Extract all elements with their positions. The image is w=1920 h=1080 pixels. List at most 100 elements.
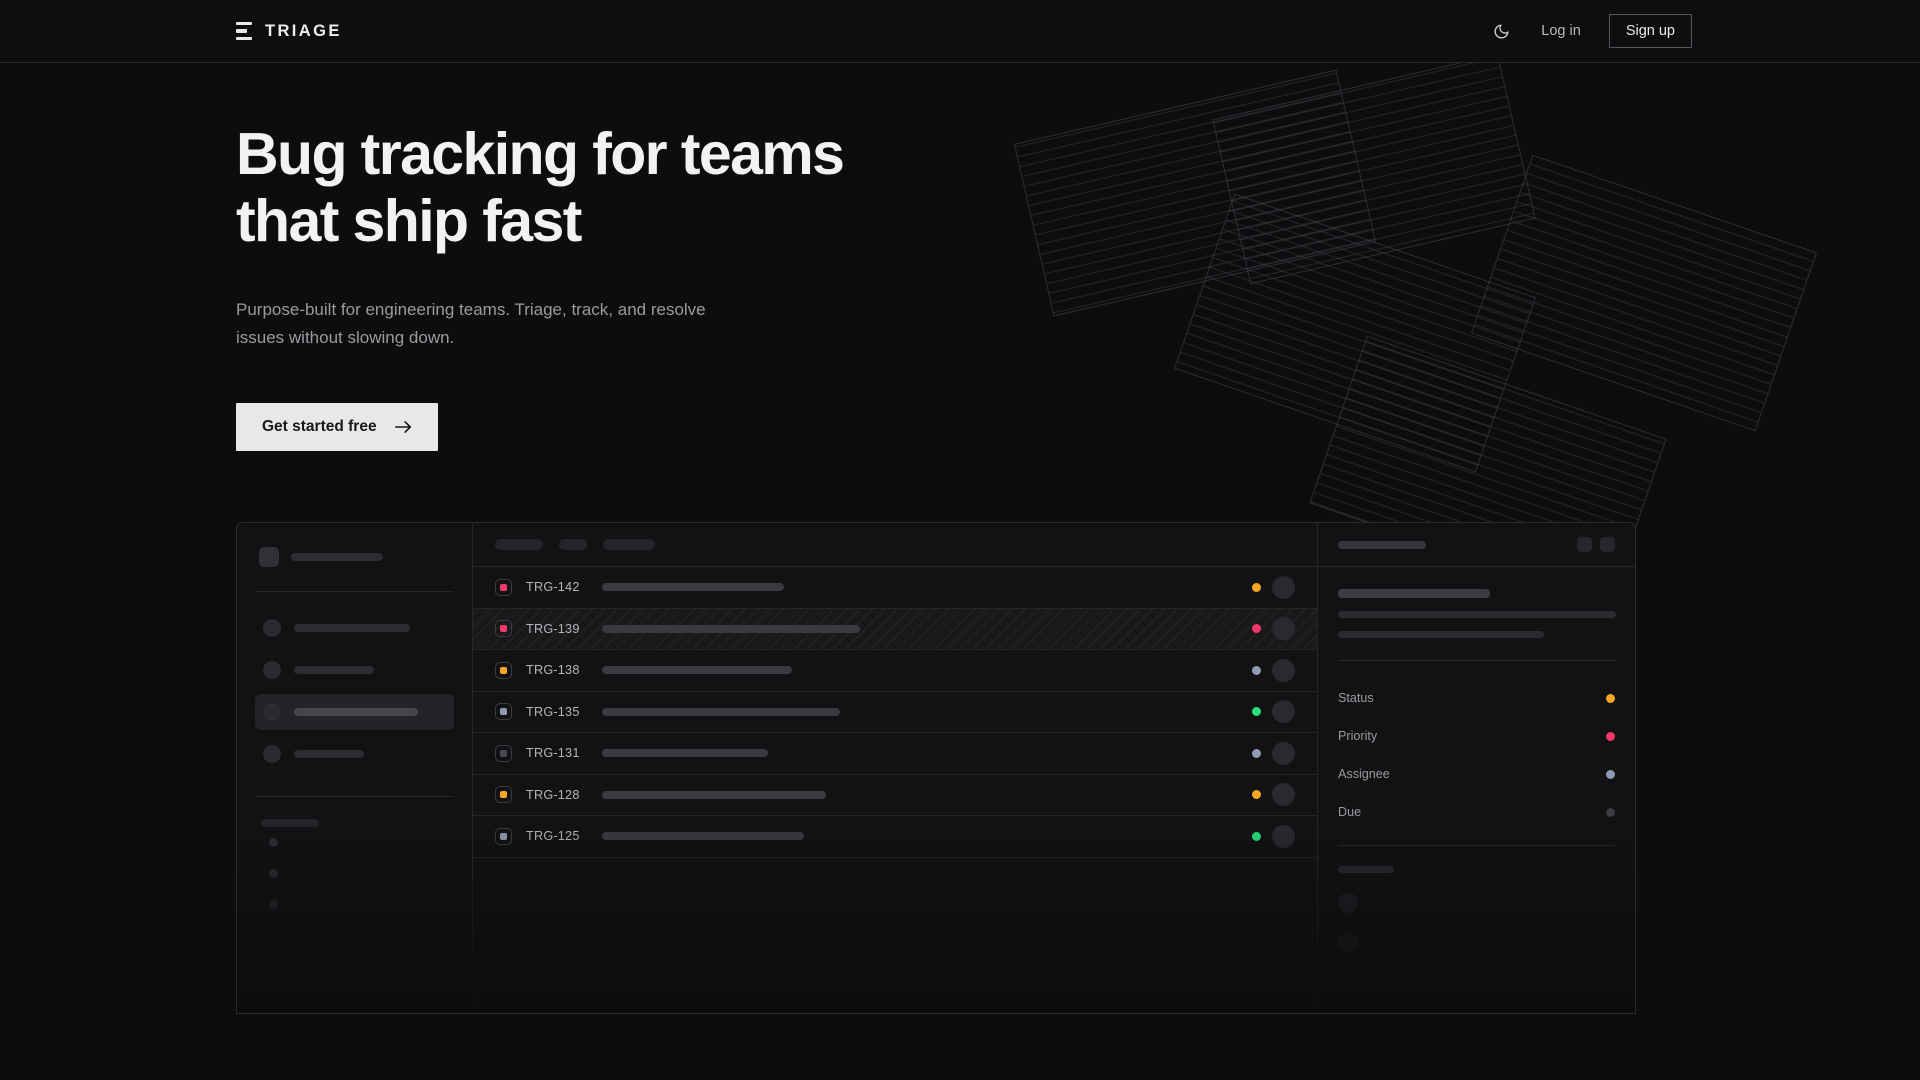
sidebar-sub-item-1[interactable] [261,827,448,858]
activity-section-label [1338,866,1394,873]
sidebar-sub-item-2[interactable] [261,858,448,889]
detail-actions [1577,537,1615,552]
issue-id: TRG-131 [526,746,580,761]
meta-row-priority[interactable]: Priority [1338,717,1615,755]
table-row[interactable]: TRG-125 [473,816,1317,858]
sidebar-divider-top [255,591,454,592]
meta-value-dot [1606,693,1615,703]
sidebar-sub-item-dot-icon [269,900,278,909]
status-badge [1252,790,1261,800]
issue-id: TRG-135 [526,704,580,719]
avatar [1272,783,1295,807]
status-badge [1252,831,1261,841]
hero-section: Bug tracking for teams that ship fast Pu… [0,63,1920,452]
detail-action-1-icon[interactable] [1577,537,1592,552]
status-badge [1252,582,1261,592]
sidebar-item-2[interactable] [255,652,454,688]
row-meta [1252,575,1295,599]
avatar [1272,658,1295,682]
priority-indicator [495,578,512,596]
avatar [1338,893,1358,913]
filter-chip-2[interactable] [559,539,587,550]
table-row[interactable]: TRG-131 [473,733,1317,775]
sidebar-sub-item-3[interactable] [261,889,448,920]
sidebar-item-1[interactable] [255,610,454,646]
issue-id: TRG-142 [526,580,580,595]
table-row[interactable]: TRG-128 [473,775,1317,816]
filter-chip-1[interactable] [495,539,543,550]
sidebar-item-icon [263,619,281,637]
site-header: TRIAGE Log in Sign up [0,0,1920,63]
brand-name: TRIAGE [265,21,342,40]
sidebar-section-label [261,819,319,827]
sidebar-sub-items [261,827,448,920]
moon-icon[interactable] [1489,19,1513,43]
meta-label: Assignee [1338,767,1390,781]
issue-title-skeleton [602,749,768,758]
row-meta [1252,824,1295,848]
sidebar-item-label [294,708,418,716]
sidebar-item-3[interactable] [255,694,454,730]
avatar [1272,617,1295,641]
table-row[interactable]: TRG-135 [473,692,1317,733]
header-nav: Log in Sign up [1489,14,1692,48]
brand-logo[interactable]: TRIAGE [236,22,342,41]
sidebar-item-icon [263,745,281,763]
table-row[interactable]: TRG-138 [473,650,1317,692]
row-meta [1252,617,1295,641]
issue-id: TRG-128 [526,787,580,802]
row-meta [1252,783,1295,807]
detail-desc-line-1 [1338,611,1616,618]
sidebar-item-4[interactable] [255,736,454,772]
issue-id: TRG-139 [526,621,580,636]
signup-button[interactable]: Sign up [1608,14,1692,48]
meta-label: Priority [1338,729,1378,743]
get-started-button[interactable]: Get started free [236,403,438,452]
page-title: Bug tracking for teams that ship fast [236,121,996,254]
login-link[interactable]: Log in [1541,23,1581,39]
issue-title-skeleton [602,583,784,592]
detail-action-2-icon[interactable] [1600,537,1615,552]
sidebar-item-label [294,666,374,674]
avatar [1338,933,1358,953]
arrow-right-icon [394,420,412,434]
workspace-name-skeleton [291,553,383,561]
sidebar-divider-bottom [255,796,454,797]
detail-header [1318,523,1635,567]
hero-heading-line-1: Bug tracking for teams [236,121,845,187]
detail-divider-2 [1338,845,1615,846]
meta-row-due[interactable]: Due [1338,793,1615,831]
table-row[interactable]: TRG-142 [473,567,1317,609]
row-meta [1252,700,1295,724]
meta-row-status[interactable]: Status [1338,679,1615,717]
workspace-switcher[interactable] [255,545,454,567]
meta-row-assignee[interactable]: Assignee [1338,755,1615,793]
sidebar-section [255,815,454,920]
list-item [1338,933,1615,953]
sidebar-item-label [294,624,410,632]
workspace-avatar [259,547,279,567]
table-row[interactable]: TRG-139 [473,608,1317,650]
sidebar-sub-item-dot-icon [269,838,278,847]
status-badge [1252,748,1261,758]
sidebar-item-label [294,750,364,758]
priority-indicator [495,744,512,762]
get-started-label: Get started free [262,418,377,436]
filter-chip-3[interactable] [603,539,655,550]
avatar [1272,575,1295,599]
meta-label: Status [1338,691,1374,705]
hero-subheading: Purpose-built for engineering teams. Tri… [236,300,706,347]
status-badge [1252,665,1261,675]
status-badge [1252,624,1261,634]
priority-indicator [495,661,512,679]
issue-title-skeleton [602,624,860,633]
priority-indicator [495,620,512,638]
priority-indicator [495,827,512,845]
meta-label: Due [1338,805,1362,819]
avatar [1272,824,1295,848]
